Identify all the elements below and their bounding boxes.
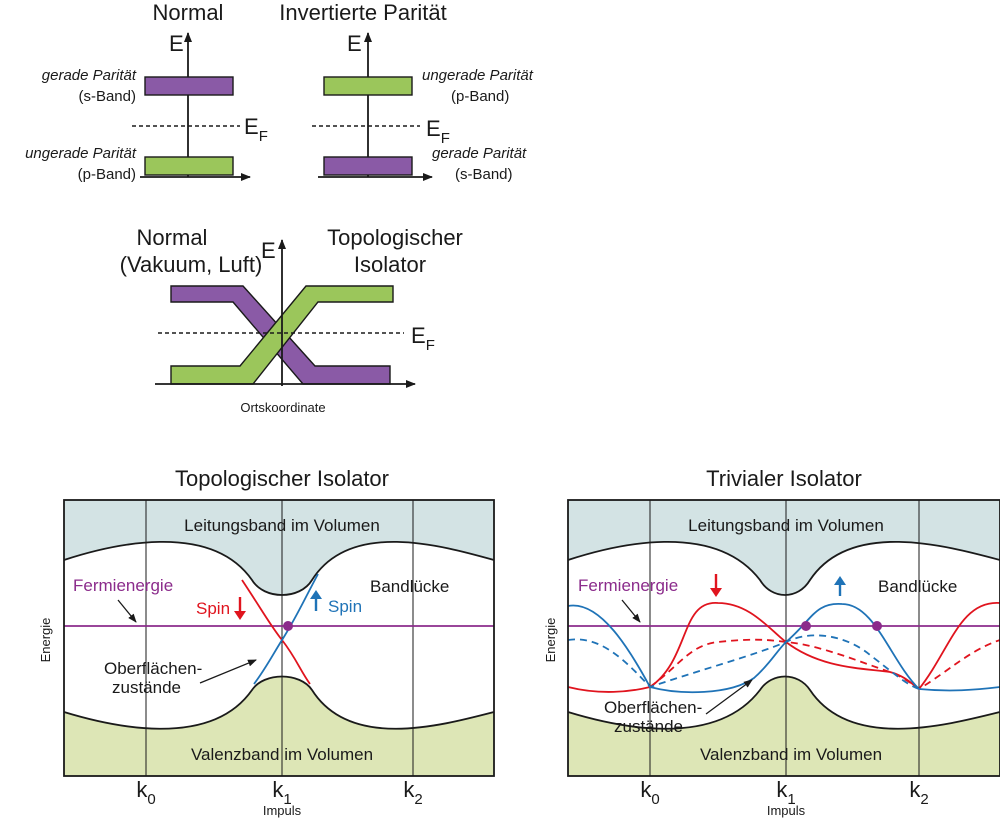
panel-title: Topologischer Isolator — [175, 466, 389, 491]
trivial-insulator-panel: Trivialer Isolator Leitungsband im Volum… — [543, 466, 1000, 818]
lower-band-parity-label: gerade Parität — [432, 145, 527, 162]
normal-title: Normal — [153, 0, 224, 25]
k0-tick-label: k0 — [640, 777, 659, 808]
upper-band-parity-label: gerade Parität — [42, 67, 137, 84]
surface-states-pointer — [705, 679, 753, 715]
band-gap-label: Bandlücke — [878, 577, 957, 596]
valence-band-region — [568, 676, 1000, 776]
surface-states-pointer — [199, 659, 257, 684]
spin-up-arrowhead — [310, 590, 322, 599]
fermi-energy-label: Fermienergie — [578, 576, 678, 595]
panel-frame — [567, 499, 1000, 777]
s-band-bar — [323, 156, 413, 176]
conduction-band-label: Leitungsband im Volumen — [184, 516, 380, 535]
conduction-band-region — [64, 500, 494, 595]
vacuum-title: Normal — [137, 225, 208, 250]
interface-band-diagram: Normal (Vakuum, Luft) Topologischer Isol… — [120, 225, 463, 415]
lower-band-parity-label: ungerade Parität — [25, 145, 137, 162]
topological-subtitle: Isolator — [354, 252, 426, 277]
energy-axis-label: Energie — [38, 618, 53, 663]
valence-band-edge — [567, 675, 1000, 730]
spin-down-arrowhead — [710, 588, 722, 597]
valence-band-label: Valenzband im Volumen — [191, 745, 373, 764]
upper-band-type-label: (s-Band) — [78, 88, 136, 105]
blue-surface-state-dashed — [567, 634, 920, 690]
energy-axis-label: E — [347, 31, 362, 56]
dirac-point-marker — [283, 621, 293, 631]
energy-axis-label: E — [261, 238, 276, 263]
k1-tick-label: k1 — [776, 777, 795, 808]
k2-tick-label: k2 — [403, 777, 422, 808]
normal-band-diagram: Normal E gerade Parität (s-Band) ungerad… — [25, 0, 268, 183]
upper-band-type-label: (p-Band) — [451, 88, 509, 105]
position-axis-label: Ortskoordinate — [240, 400, 325, 415]
surface-states-label-line2: zustände — [614, 717, 683, 736]
fermi-symbol: EF — [411, 323, 435, 354]
momentum-axis-label: Impuls — [263, 803, 302, 818]
fermi-crossing-marker-1 — [801, 621, 811, 631]
spin-up-surface-state — [253, 573, 319, 685]
lower-band-type-label: (p-Band) — [78, 166, 136, 183]
spin-up-arrowhead — [834, 576, 846, 585]
red-surface-state-dashed — [649, 638, 1000, 691]
topological-title: Topologischer — [327, 225, 463, 250]
lower-band-type-label: (s-Band) — [455, 166, 513, 183]
conduction-band-label: Leitungsband im Volumen — [688, 516, 884, 535]
energy-axis-label: E — [169, 31, 184, 56]
p-band-bar — [323, 76, 413, 96]
fermi-crossing-marker-2 — [872, 621, 882, 631]
spin-down-arrowhead — [234, 611, 246, 620]
k0-tick-label: k0 — [136, 777, 155, 808]
fermi-label-pointer — [117, 599, 137, 623]
valence-band-region — [64, 676, 494, 776]
inverted-title: Invertierte Parität — [279, 0, 447, 25]
band-gap-label: Bandlücke — [370, 577, 449, 596]
panel-title: Trivialer Isolator — [706, 466, 862, 491]
conduction-band-region — [568, 500, 1000, 595]
panel-frame — [63, 499, 495, 777]
spin-up-label: Spin — [328, 597, 362, 616]
upper-band-parity-label: ungerade Parität — [422, 67, 534, 84]
topological-insulator-panel: Topologischer Isolator Leitungsband im V… — [38, 466, 495, 818]
fermi-symbol: EF — [244, 114, 268, 145]
k1-tick-label: k1 — [272, 777, 291, 808]
surface-states-label-line2: zustände — [112, 678, 181, 697]
p-band-bar — [144, 156, 234, 176]
valence-band-label: Valenzband im Volumen — [700, 745, 882, 764]
k2-tick-label: k2 — [909, 777, 928, 808]
energy-axis-label: Energie — [543, 618, 558, 663]
fermi-energy-label: Fermienergie — [73, 576, 173, 595]
vacuum-subtitle: (Vakuum, Luft) — [120, 252, 263, 277]
surface-states-label-line1: Oberflächen- — [104, 659, 202, 678]
inverted-band-diagram: Invertierte Parität E ungerade Parität (… — [279, 0, 534, 183]
surface-states-label-line1: Oberflächen- — [604, 698, 702, 717]
momentum-axis-label: Impuls — [767, 803, 806, 818]
spin-down-label: Spin — [196, 599, 230, 618]
fermi-symbol: EF — [426, 116, 450, 147]
fermi-label-pointer — [621, 599, 641, 623]
s-band-bar — [144, 76, 234, 96]
conduction-band-edge — [567, 540, 1000, 596]
